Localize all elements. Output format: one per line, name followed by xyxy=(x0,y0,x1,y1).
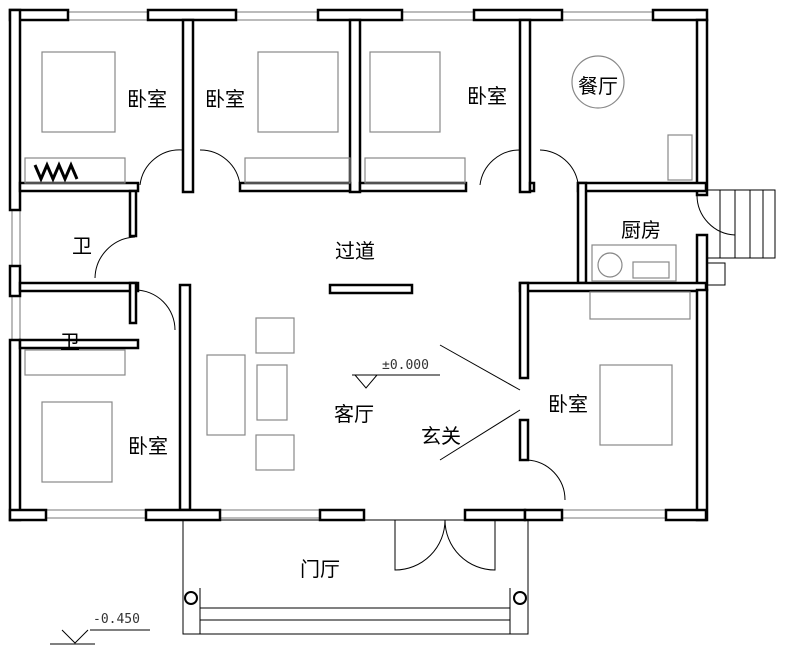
room-label-corridor: 过道 xyxy=(335,239,375,263)
room-label-bedroom: 卧室 xyxy=(548,392,588,416)
room-label-porch: 门厅 xyxy=(300,557,340,581)
room-label-dining: 餐厅 xyxy=(578,74,618,98)
furniture xyxy=(24,51,693,483)
elevation-label-floor: ±0.000 xyxy=(382,358,429,373)
room-label-bedroom: 卧室 xyxy=(205,87,245,111)
elevation-label-porch: -0.450 xyxy=(93,612,140,627)
porch-structure xyxy=(182,189,776,635)
room-label-bathroom: 卫 xyxy=(60,330,80,354)
room-label-bathroom: 卫 xyxy=(72,234,92,258)
room-label-kitchen: 厨房 xyxy=(621,218,661,242)
room-label-bedroom: 卧室 xyxy=(128,434,168,458)
walls xyxy=(8,8,709,522)
room-label-living: 客厅 xyxy=(334,402,374,426)
room-label-bedroom: 卧室 xyxy=(467,84,507,108)
elevation-markers xyxy=(50,374,440,645)
doors xyxy=(94,149,736,571)
room-label-entry: 玄关 xyxy=(421,424,461,448)
room-label-bedroom: 卧室 xyxy=(127,87,167,111)
